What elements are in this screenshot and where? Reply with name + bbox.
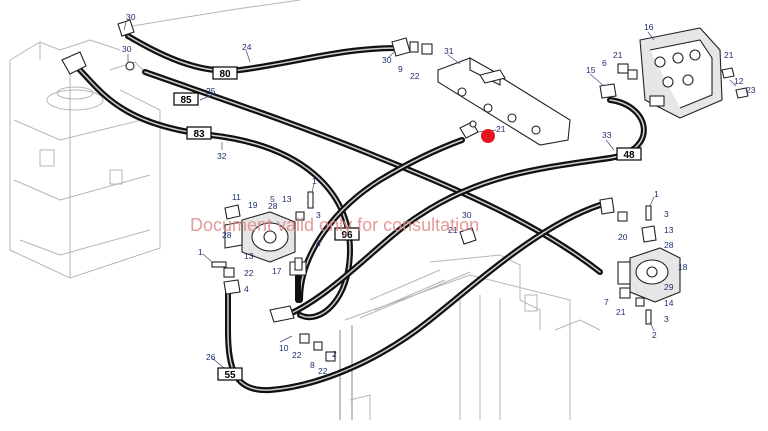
hose-tag-label: 85 bbox=[180, 95, 192, 106]
hose-tag-label: 80 bbox=[219, 69, 231, 80]
callout-label: 20 bbox=[618, 232, 628, 242]
hose-tag-83: 83 bbox=[186, 126, 212, 140]
callout-label: 9 bbox=[398, 64, 403, 74]
right-pump bbox=[617, 247, 681, 303]
callout-label: 7 bbox=[604, 297, 609, 307]
callout-label: 13 bbox=[282, 194, 292, 204]
callout-label: 28 bbox=[664, 240, 674, 250]
manifold-block bbox=[437, 57, 571, 146]
hose-tag-label: 55 bbox=[224, 370, 236, 381]
callout-label: 3 bbox=[316, 210, 321, 220]
callout-label: 18 bbox=[678, 262, 688, 272]
hose-tag-48: 48 bbox=[616, 147, 642, 161]
machine-frame-outline bbox=[9, 0, 601, 420]
callout-label: 12 bbox=[734, 76, 744, 86]
callout-label: 31 bbox=[444, 46, 454, 56]
leader-lines bbox=[123, 21, 737, 369]
callout-label: 16 bbox=[644, 22, 654, 32]
callout-label: 24 bbox=[242, 42, 252, 52]
hose-tag-label: 48 bbox=[623, 150, 635, 161]
callout-label: 2 bbox=[332, 349, 337, 359]
callout-label: 30 bbox=[462, 210, 472, 220]
callout-label: 23 bbox=[746, 85, 756, 95]
callout-label: 3 bbox=[664, 314, 669, 324]
callout-label: 17 bbox=[272, 266, 282, 276]
control-valve-block bbox=[639, 27, 749, 119]
callout-label: 6 bbox=[602, 58, 607, 68]
callout-label: 11 bbox=[232, 192, 241, 202]
callout-label: 21 bbox=[613, 50, 623, 60]
callout-label: 33 bbox=[602, 130, 612, 140]
callout-label: 19 bbox=[248, 200, 258, 210]
hose-tag-55: 55 bbox=[217, 367, 243, 381]
fittings bbox=[61, 19, 657, 362]
callout-label: 22 bbox=[318, 366, 328, 376]
callout-labels: 30 30 24 31 30 9 22 25 21 32 33 16 6 21 … bbox=[122, 12, 756, 376]
callout-label: 1 bbox=[654, 189, 659, 199]
callout-label: 15 bbox=[586, 65, 596, 75]
callout-label: 22 bbox=[292, 350, 302, 360]
callout-label: 21 bbox=[616, 307, 626, 317]
callout-label: 28 bbox=[222, 230, 232, 240]
callout-label: 5 bbox=[270, 194, 275, 204]
callout-label: 28 bbox=[268, 201, 278, 211]
watermark-text: Document valid only for consultation bbox=[190, 215, 479, 235]
hose-tag-96: 96 bbox=[334, 227, 360, 241]
callout-label: 22 bbox=[244, 268, 254, 278]
callout-label: 30 bbox=[122, 44, 132, 54]
callout-label: 25 bbox=[206, 86, 216, 96]
callout-label: 3 bbox=[664, 209, 669, 219]
callout-label: 1 bbox=[198, 247, 203, 257]
callout-label: 13 bbox=[664, 225, 674, 235]
callout-label: 32 bbox=[217, 151, 227, 161]
callout-label: 26 bbox=[206, 352, 216, 362]
callout-label: 1 bbox=[312, 176, 317, 186]
left-pump bbox=[224, 211, 307, 276]
callout-label: 29 bbox=[664, 282, 674, 292]
callout-label: 8 bbox=[310, 360, 315, 370]
callout-label: 13 bbox=[244, 251, 254, 261]
callout-label: 30 bbox=[126, 12, 136, 22]
callout-label: 10 bbox=[279, 343, 289, 353]
hose-80 bbox=[125, 33, 401, 74]
red-marker-dot bbox=[481, 129, 495, 143]
callout-label: 4 bbox=[316, 238, 321, 248]
hose-tag-label: 96 bbox=[341, 230, 353, 241]
callout-label: 4 bbox=[244, 284, 249, 294]
callout-label: 21 bbox=[724, 50, 734, 60]
callout-label: 14 bbox=[664, 298, 674, 308]
hose-tag-80: 80 bbox=[212, 66, 238, 80]
hose-tag-85: 85 bbox=[173, 92, 199, 106]
hoses bbox=[75, 33, 647, 394]
callout-label: 30 bbox=[382, 55, 392, 65]
callout-label: 2 bbox=[652, 330, 657, 340]
callout-label: 21 bbox=[448, 225, 458, 235]
hose-tag-label: 83 bbox=[193, 129, 205, 140]
callout-label: 21 bbox=[496, 124, 506, 134]
callout-label: 22 bbox=[410, 71, 420, 81]
